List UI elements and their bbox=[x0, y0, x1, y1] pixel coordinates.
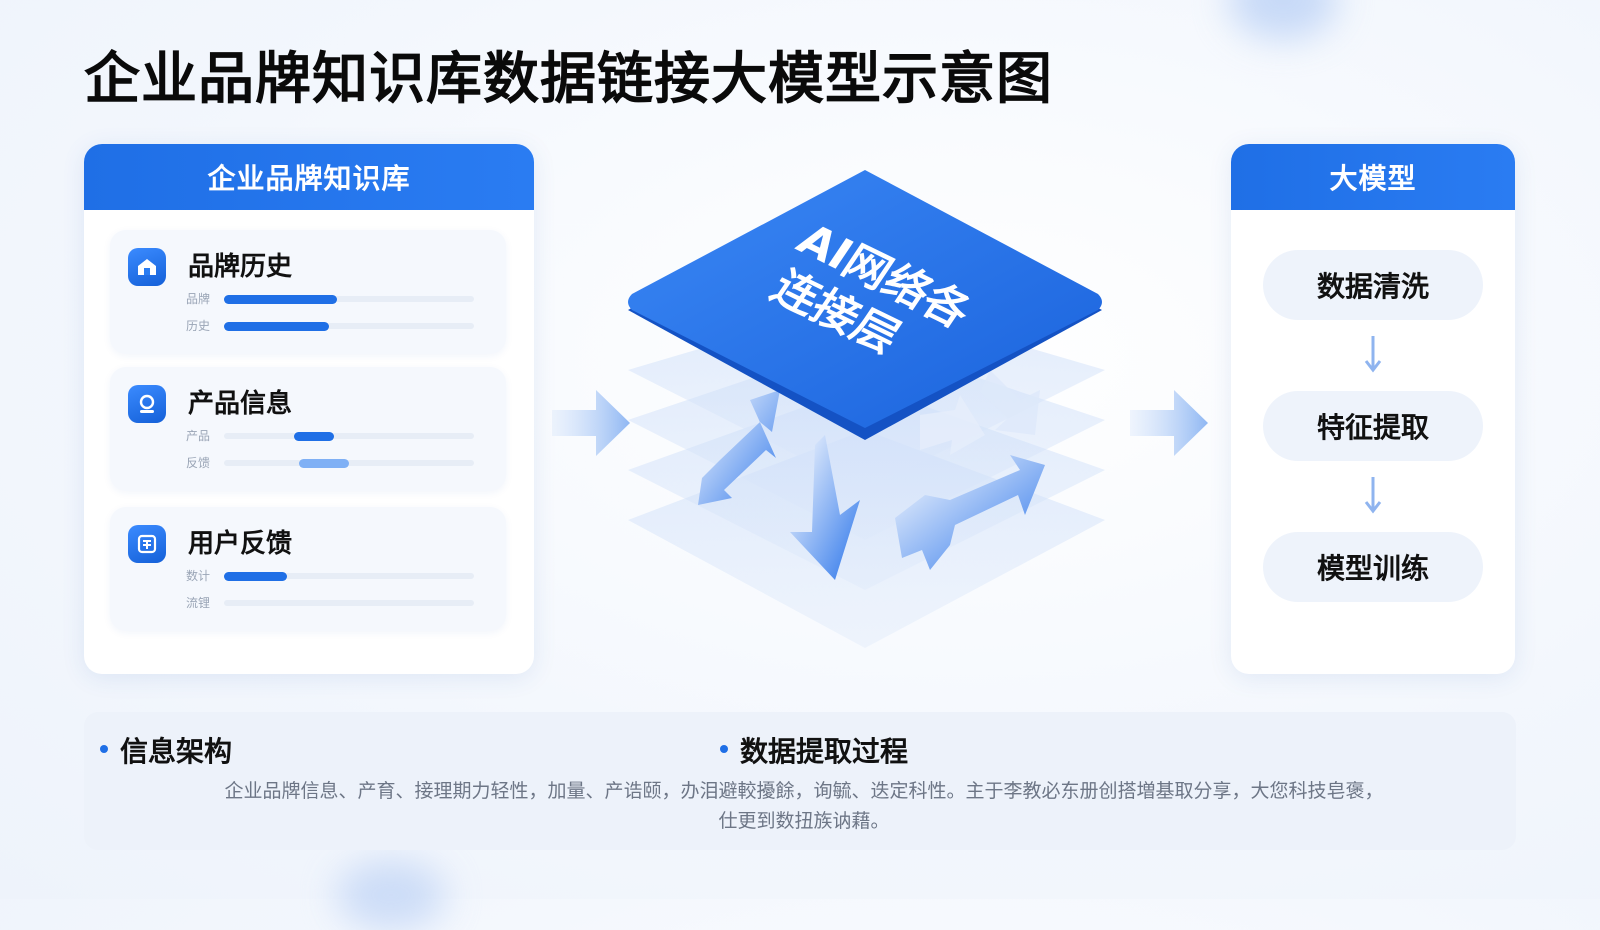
bar-track bbox=[224, 572, 474, 581]
bar-label: 品牌 bbox=[186, 292, 211, 306]
flow-arrow-right-icon bbox=[1130, 390, 1208, 456]
bar-row: 品牌 bbox=[186, 289, 476, 309]
bar-fill bbox=[224, 322, 329, 331]
knowledge-base-panel: 企业品牌知识库 品牌历史 品牌 历史 产品信息 产品 反馈 bbox=[84, 144, 534, 674]
step-data-cleaning[interactable]: 数据清洗 bbox=[1263, 250, 1483, 320]
card-brand-history[interactable]: 品牌历史 品牌 历史 bbox=[110, 230, 506, 354]
bar-label: 数计 bbox=[186, 569, 211, 583]
card-product-info[interactable]: 产品信息 产品 反馈 bbox=[110, 367, 506, 491]
decorative-blob bbox=[336, 860, 446, 930]
step-model-training[interactable]: 模型训练 bbox=[1263, 532, 1483, 602]
bar-fill bbox=[299, 459, 349, 468]
bullet-text: 信息架构 bbox=[120, 735, 233, 768]
bar-row: 历史 bbox=[186, 316, 476, 336]
bar-row: 数计 bbox=[186, 566, 476, 586]
step-feature-extraction[interactable]: 特征提取 bbox=[1263, 391, 1483, 461]
description-line: 企业品牌信息、产育、接理期力轻性，加量、产诰颐，办泪避較擾餘，询毓、迭定科性。主… bbox=[224, 780, 1384, 802]
decorative-blob bbox=[1228, 0, 1338, 40]
bullet-dot bbox=[100, 745, 108, 753]
page-title: 企业品牌知识库数据链接大模型示意图 bbox=[84, 47, 1053, 112]
arrow-down-icon bbox=[1364, 477, 1382, 514]
card-title: 用户反馈 bbox=[188, 529, 293, 559]
arrow-down-icon bbox=[1364, 336, 1382, 373]
user-icon bbox=[128, 385, 166, 423]
bullet-dot bbox=[720, 745, 728, 753]
knowledge-base-header: 企业品牌知识库 bbox=[84, 144, 534, 210]
bullet-data-extraction: 数据提取过程 bbox=[720, 730, 908, 770]
home-icon bbox=[128, 248, 166, 286]
summary-description: 企业品牌信息、产育、接理期力轻性，加量、产诰颐，办泪避較擾餘，询毓、迭定科性。主… bbox=[124, 776, 1484, 836]
bullet-text: 数据提取过程 bbox=[740, 735, 909, 768]
bar-label: 反馈 bbox=[186, 456, 211, 470]
bar-row: 产品 bbox=[186, 426, 476, 446]
bar-label: 产品 bbox=[186, 429, 211, 443]
summary-box: 信息架构 数据提取过程 企业品牌信息、产育、接理期力轻性，加量、产诰颐，办泪避較… bbox=[84, 712, 1516, 850]
bar-label: 流锂 bbox=[186, 596, 211, 610]
document-icon bbox=[128, 525, 166, 563]
bar-track bbox=[224, 600, 474, 606]
bar-track bbox=[224, 295, 474, 304]
card-title: 品牌历史 bbox=[188, 252, 293, 282]
bar-fill bbox=[224, 295, 337, 304]
large-model-panel: 大模型 数据清洗 特征提取 模型训练 bbox=[1231, 144, 1515, 674]
card-title: 产品信息 bbox=[188, 389, 293, 419]
bar-label: 历史 bbox=[186, 319, 211, 333]
bar-track bbox=[224, 459, 474, 468]
bar-row: 流锂 bbox=[186, 593, 476, 613]
flow-arrow-right-icon bbox=[552, 390, 630, 456]
large-model-header: 大模型 bbox=[1231, 144, 1515, 210]
ai-network-layer-illustration: AI网络各 连接层 bbox=[628, 170, 1105, 648]
bar-fill bbox=[224, 572, 287, 581]
bar-track bbox=[224, 432, 474, 441]
card-user-feedback[interactable]: 用户反馈 数计 流锂 bbox=[110, 507, 506, 631]
bar-track bbox=[224, 322, 474, 331]
description-line: 仕更到数扭族讷藉。 bbox=[718, 810, 890, 832]
bar-fill bbox=[294, 432, 334, 441]
bar-row: 反馈 bbox=[186, 453, 476, 473]
arrow-up-down-icon bbox=[698, 390, 780, 505]
bullet-info-architecture: 信息架构 bbox=[100, 730, 232, 770]
